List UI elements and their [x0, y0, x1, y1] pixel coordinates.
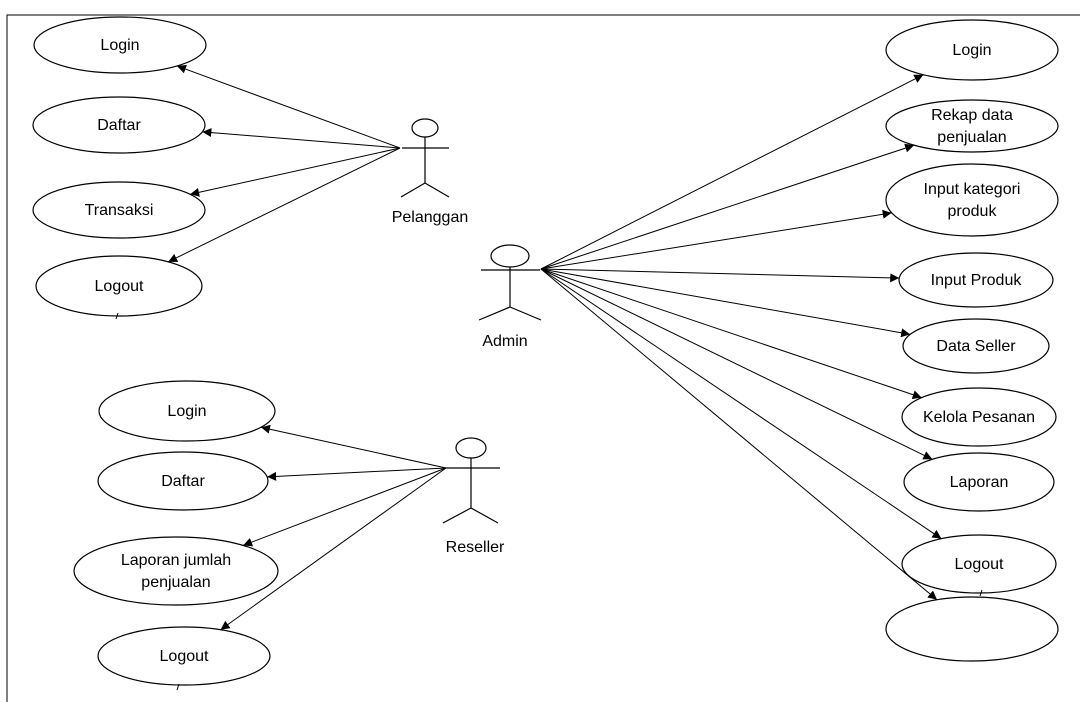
- use-case-label: penjualan: [937, 129, 1006, 146]
- use-case-pelanggan-0: Login: [33, 16, 207, 74]
- association-reseller-1: [267, 467, 447, 481]
- use-case-label: Kelola Pesanan: [923, 409, 1035, 426]
- association-lines: [167, 64, 942, 631]
- association-admin-8: [540, 268, 938, 601]
- actor-pelanggan: Pelanggan: [392, 118, 469, 226]
- use-case-label: Logout: [955, 556, 1004, 573]
- use-case-label: Laporan jumlah: [121, 552, 231, 569]
- association-pelanggan-2: [190, 147, 401, 197]
- stray-marks: [115, 312, 983, 691]
- use-case-pelanggan-3: Logout: [35, 255, 203, 317]
- association-reseller-3: [220, 467, 447, 631]
- use-case-admin-0: Login: [885, 19, 1059, 81]
- use-case-ellipse: [35, 255, 203, 317]
- actor-admin: Admin: [478, 244, 542, 350]
- use-case-reseller-0: Login: [98, 380, 276, 442]
- use-case-label: Input Produk: [931, 272, 1023, 289]
- use-case-ellipse: [898, 252, 1054, 308]
- association-admin-3: [540, 268, 900, 283]
- association-reseller-0: [260, 424, 447, 469]
- use-case-label: Laporan: [950, 474, 1009, 491]
- use-case-ellipse: [98, 380, 276, 442]
- use-case-reseller-3: Logout: [97, 626, 271, 686]
- use-case-admin-6: Laporan: [903, 452, 1055, 512]
- use-case-ellipse: [33, 16, 207, 74]
- association-admin-5: [540, 268, 922, 400]
- association-pelanggan-3: [167, 147, 401, 263]
- use-case-ellipse: [885, 163, 1059, 237]
- use-case-label: Login: [952, 42, 991, 59]
- use-case-admin-2: Input kategori produk: [885, 163, 1059, 237]
- use-case-ellipse: [73, 536, 279, 606]
- use-cases: LoginDaftarTransaksiLogoutLoginDaftarLap…: [32, 16, 1059, 686]
- use-case-pelanggan-1: Daftar: [32, 96, 206, 154]
- actor-label-pelanggan: Pelanggan: [392, 209, 469, 226]
- use-case-ellipse: [885, 99, 1059, 153]
- use-case-admin-8: [885, 596, 1059, 662]
- use-case-label: produk: [948, 203, 998, 220]
- association-admin-0: [540, 74, 924, 270]
- association-pelanggan-0: [176, 64, 401, 149]
- use-case-label: Daftar: [161, 473, 205, 490]
- association-pelanggan-1: [202, 128, 401, 149]
- use-case-label: Login: [167, 403, 206, 420]
- use-case-label: Daftar: [97, 117, 141, 134]
- actor-label-admin: Admin: [482, 333, 527, 350]
- use-case-pelanggan-2: Transaksi: [32, 181, 206, 239]
- use-case-ellipse: [901, 534, 1057, 594]
- use-case-label: Input kategori: [924, 181, 1021, 198]
- use-case-label: Logout: [160, 648, 209, 665]
- use-case-ellipse: [32, 181, 206, 239]
- association-admin-4: [540, 268, 911, 338]
- association-admin-6: [540, 268, 933, 460]
- use-case-ellipse: [32, 96, 206, 154]
- use-case-ellipse: [97, 626, 271, 686]
- use-case-label: Login: [100, 37, 139, 54]
- use-case-ellipse: [902, 318, 1050, 374]
- use-case-ellipse: [903, 452, 1055, 512]
- association-admin-2: [540, 209, 892, 270]
- use-case-label: Transaksi: [85, 202, 154, 219]
- use-case-admin-7: Logout: [901, 534, 1057, 594]
- use-case-ellipse: [885, 596, 1059, 662]
- use-case-reseller-1: Daftar: [97, 451, 269, 511]
- use-case-label: penjualan: [141, 574, 210, 591]
- use-case-label: Logout: [95, 278, 144, 295]
- use-case-label: Rekap data: [931, 107, 1013, 124]
- actor-reseller: Reseller: [442, 437, 505, 556]
- use-case-ellipse: [901, 387, 1057, 447]
- association-admin-1: [540, 143, 915, 270]
- use-case-admin-1: Rekap data penjualan: [885, 99, 1059, 153]
- association-admin-7: [540, 268, 942, 540]
- use-case-ellipse: [885, 19, 1059, 81]
- association-reseller-2: [242, 467, 447, 547]
- use-case-label: Data Seller: [936, 338, 1016, 355]
- use-case-admin-4: Data Seller: [902, 318, 1050, 374]
- use-case-reseller-2: Laporan jumlah penjualan: [73, 536, 279, 606]
- diagram-frame: [6, 14, 1080, 702]
- use-case-admin-5: Kelola Pesanan: [901, 387, 1057, 447]
- actor-label-reseller: Reseller: [446, 539, 505, 556]
- use-case-ellipse: [97, 451, 269, 511]
- use-case-admin-3: Input Produk: [898, 252, 1054, 308]
